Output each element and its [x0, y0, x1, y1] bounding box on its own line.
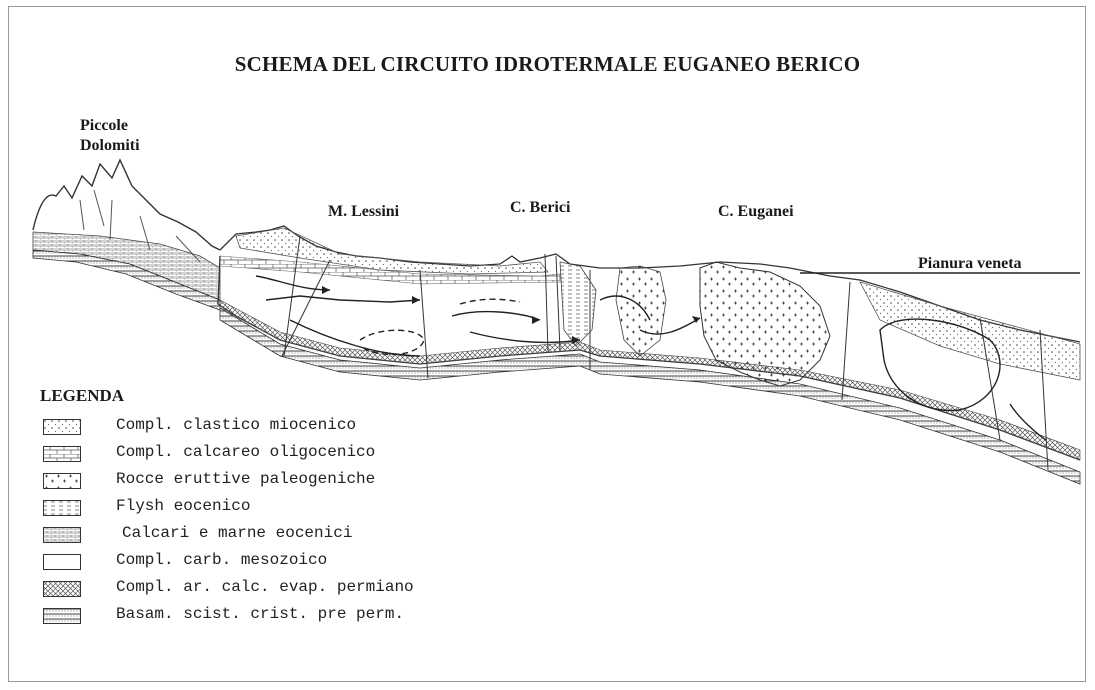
legend-label: Basam. scist. crist. pre perm. — [116, 605, 404, 623]
legend-title: LEGENDA — [40, 386, 124, 406]
euganei-eruptive-body — [700, 262, 830, 386]
legend-label: Calcari e marne eocenici — [122, 524, 352, 542]
swatch-evaporite-permian — [43, 581, 81, 597]
legend-label: Flysh eocenico — [116, 497, 250, 515]
legend-label: Compl. carb. mesozoico — [116, 551, 327, 569]
swatch-flysh-eocene — [43, 500, 81, 516]
swatch-clastic-miocene — [43, 419, 81, 435]
swatch-limestone-marl-eocene — [43, 527, 81, 543]
swatch-calcareous-oligocene — [43, 446, 81, 462]
legend-label: Compl. clastico miocenico — [116, 416, 356, 434]
swatch-carbonate-mesozoic — [43, 554, 81, 570]
swatch-eruptive-paleogene — [43, 473, 81, 489]
legend-label: Compl. ar. calc. evap. permiano — [116, 578, 414, 596]
swatch-crystalline-basement — [43, 608, 81, 624]
legend-label: Rocce eruttive paleogeniche — [116, 470, 375, 488]
legend-label: Compl. calcareo oligocenico — [116, 443, 375, 461]
